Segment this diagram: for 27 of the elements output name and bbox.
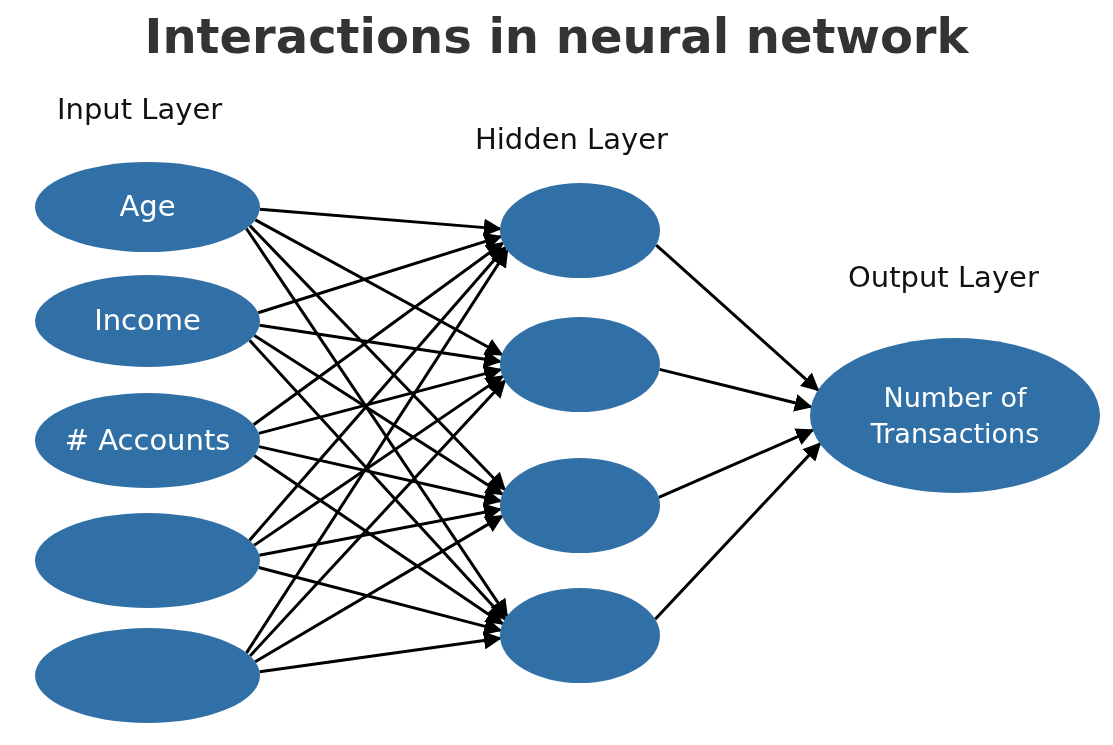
- arrow: [253, 334, 504, 496]
- layer-label: Output Layer: [848, 260, 1039, 294]
- arrow: [248, 224, 506, 491]
- arrow: [252, 241, 505, 426]
- arrow: [254, 514, 504, 664]
- arrow: [253, 454, 504, 625]
- layer-label: Input Layer: [57, 92, 223, 126]
- arrow: [259, 207, 502, 237]
- arrow: [257, 232, 503, 315]
- arrow: [658, 428, 815, 499]
- arrow: [254, 218, 504, 356]
- arrow: [253, 375, 505, 547]
- arrow: [259, 631, 502, 674]
- node-label: Age: [119, 188, 176, 226]
- arrow: [654, 442, 822, 621]
- node-label: Number of Transactions: [869, 381, 1041, 451]
- node-label: # Accounts: [64, 421, 231, 459]
- node-label: Income: [94, 302, 201, 340]
- arrow: [259, 503, 502, 557]
- arrow: [248, 339, 507, 621]
- arrow: [659, 367, 813, 412]
- arrow: [259, 323, 502, 368]
- arrow: [248, 246, 507, 542]
- layer-label: Hidden Layer: [475, 122, 668, 156]
- diagram-title: Interactions in neural network: [143, 8, 970, 64]
- arrow: [655, 243, 820, 392]
- arrow: [248, 379, 507, 657]
